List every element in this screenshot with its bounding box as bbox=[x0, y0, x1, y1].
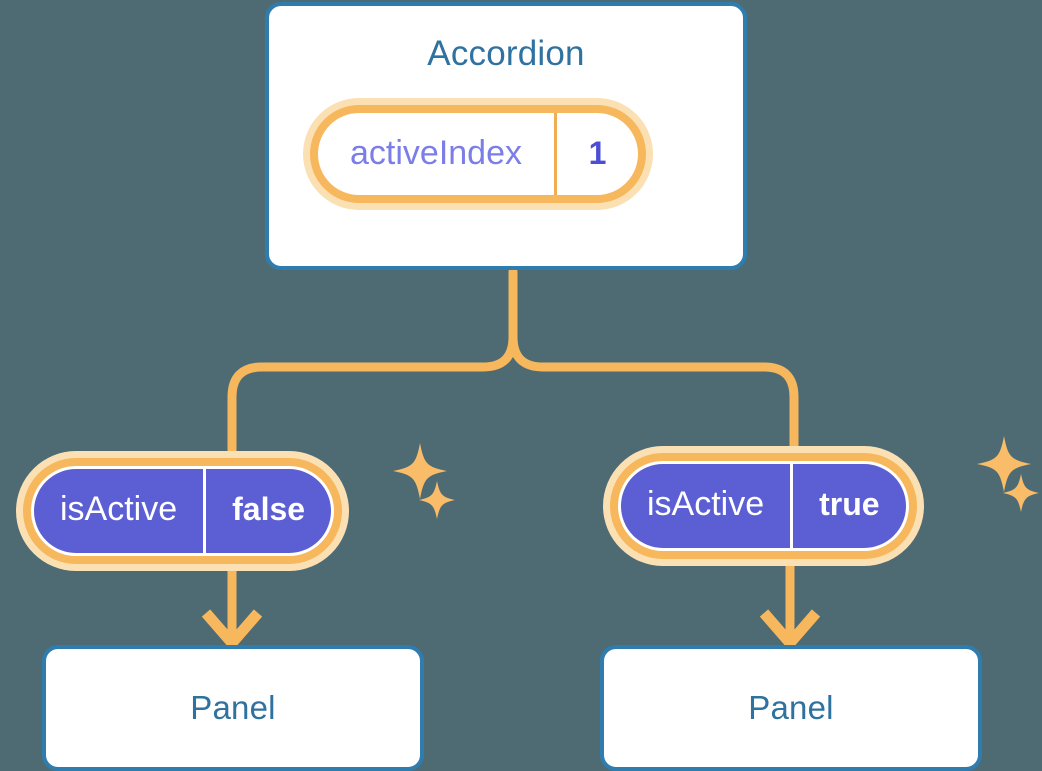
state-key-label: isActive bbox=[60, 490, 178, 528]
sparkle-four-point-small-right bbox=[1003, 474, 1039, 512]
arrow-down-icon-left bbox=[201, 570, 263, 652]
pill: isActive false bbox=[31, 466, 335, 556]
component-card-panel-left[interactable]: Panel bbox=[42, 645, 424, 771]
pill-ring: isActive false bbox=[23, 458, 343, 564]
state-pill-activeindex[interactable]: activeIndex 1 bbox=[303, 98, 653, 210]
pill-halo: activeIndex 1 bbox=[303, 98, 653, 210]
pill-body: activeIndex 1 bbox=[318, 113, 638, 195]
arrow-down-icon-right bbox=[759, 566, 821, 652]
pill: isActive true bbox=[618, 461, 909, 551]
panel-title: Panel bbox=[190, 689, 276, 726]
state-value-label: false bbox=[203, 469, 331, 553]
panel-title: Panel bbox=[748, 689, 834, 726]
branch-connector-icon bbox=[227, 267, 799, 457]
pill-ring: isActive true bbox=[610, 453, 917, 559]
page-title: Accordion bbox=[427, 34, 585, 73]
component-card-panel-right[interactable]: Panel bbox=[600, 645, 982, 771]
state-value-label: 1 bbox=[554, 113, 638, 195]
pill-body: isActive false bbox=[31, 466, 335, 556]
state-pill-isactive-false[interactable]: isActive false bbox=[16, 451, 350, 571]
pill-ring: activeIndex 1 bbox=[310, 105, 646, 203]
sparkle-four-point-large-left bbox=[393, 443, 447, 499]
sparkle-four-point-large-right bbox=[977, 436, 1031, 492]
state-value-label: true bbox=[790, 464, 905, 548]
state-key-label: activeIndex bbox=[350, 133, 522, 172]
pill: activeIndex 1 bbox=[318, 113, 638, 195]
state-pill-isactive-true[interactable]: isActive true bbox=[603, 446, 924, 566]
sparkle-four-point-small-left bbox=[419, 481, 455, 519]
state-key-label: isActive bbox=[647, 485, 765, 523]
pill-halo: isActive true bbox=[603, 446, 924, 566]
pill-body: isActive true bbox=[618, 461, 909, 551]
pill-halo: isActive false bbox=[16, 451, 350, 571]
